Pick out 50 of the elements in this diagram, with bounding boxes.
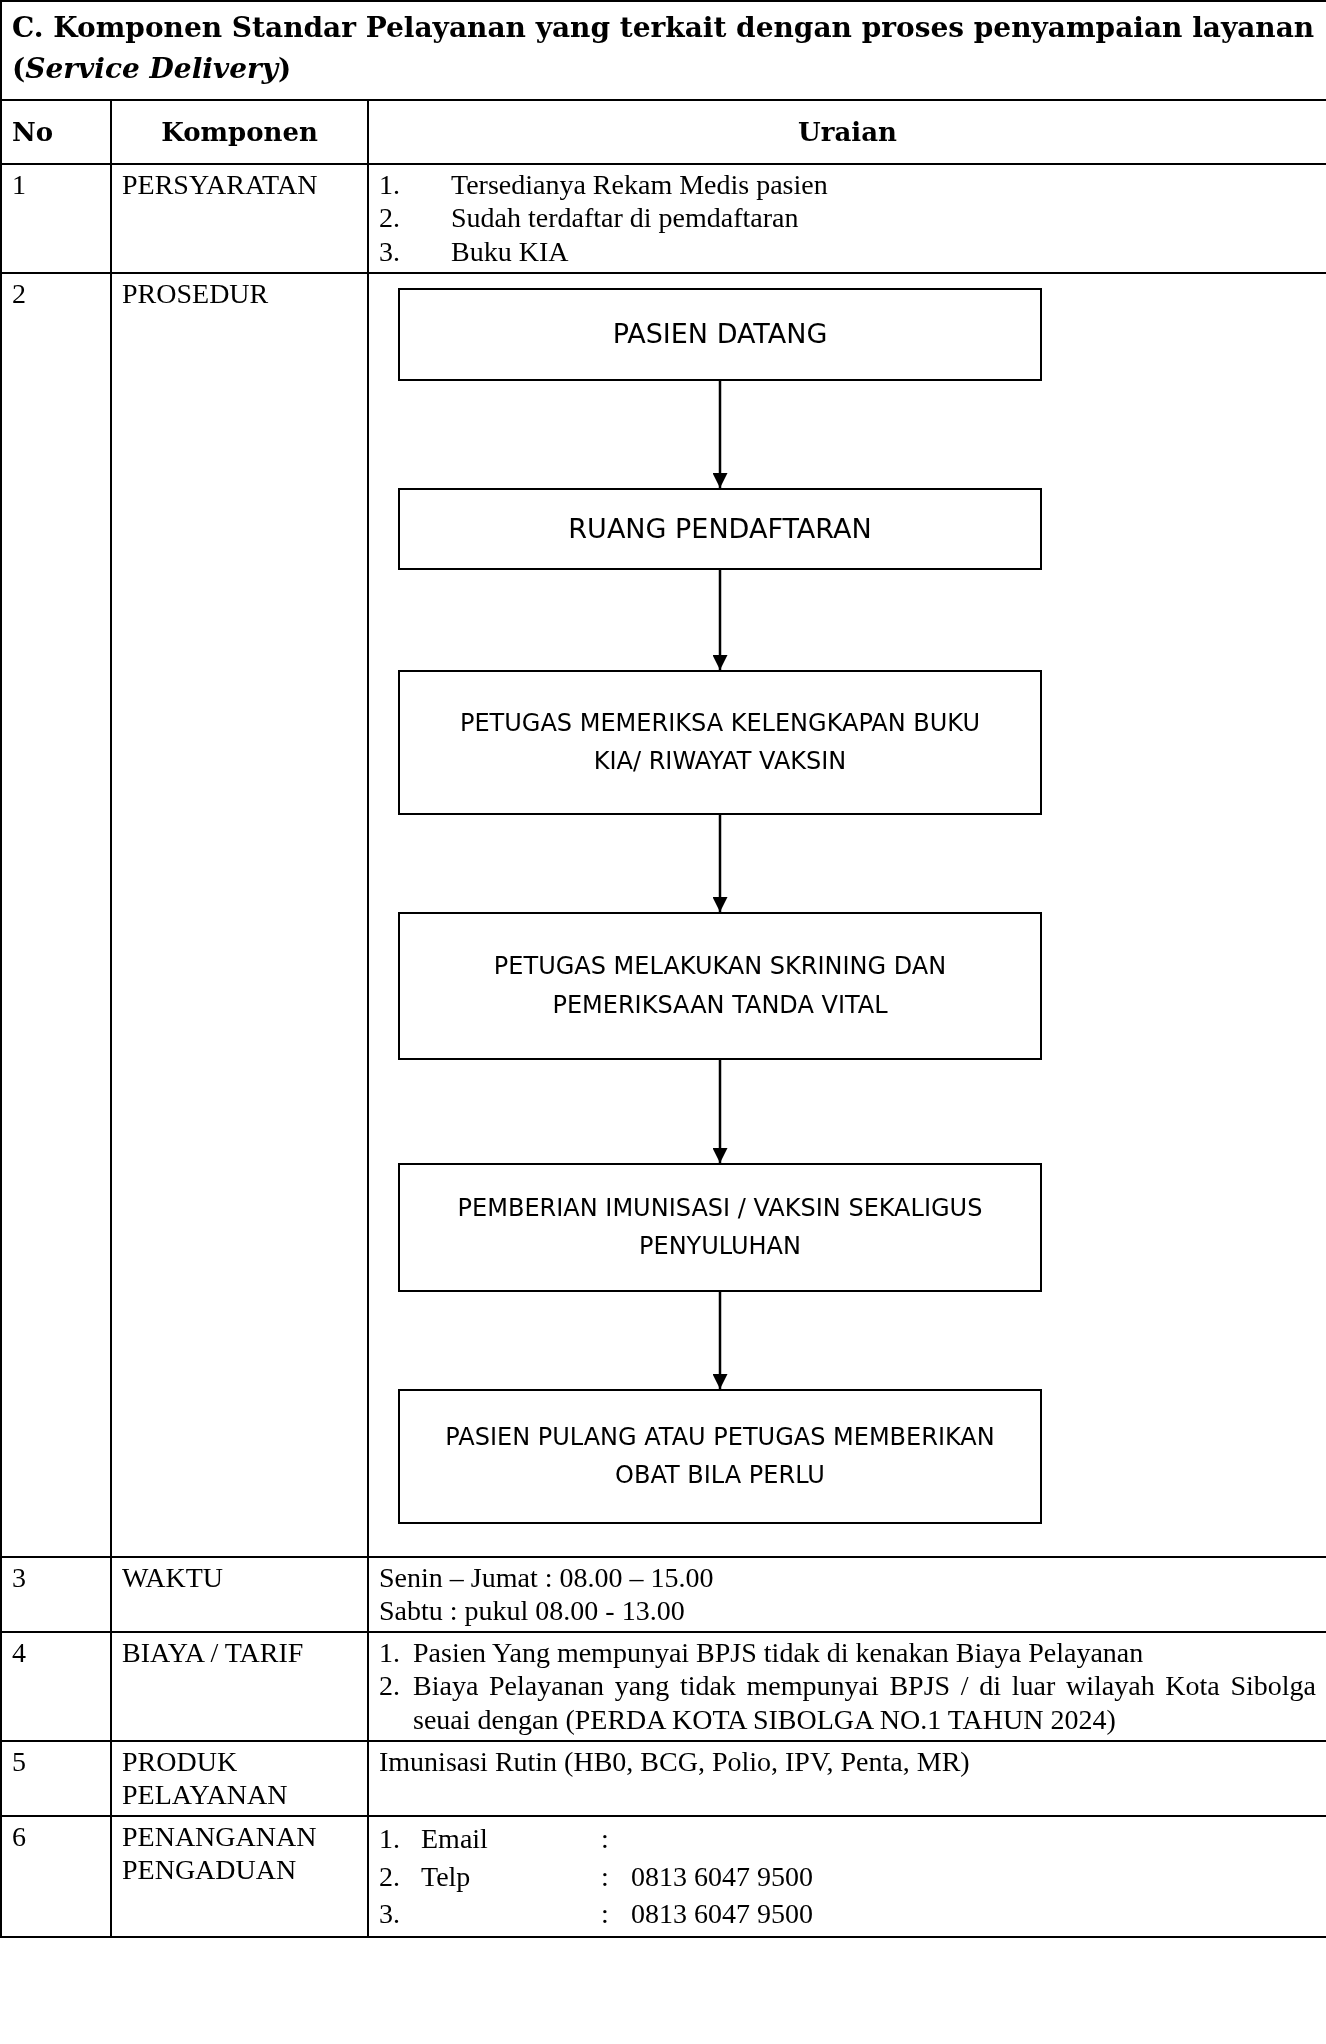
list-number: 1. (379, 167, 401, 202)
process-box: RUANG PENDAFTARAN (398, 487, 1042, 570)
arrow (712, 1291, 728, 1389)
contact-label: Telp (421, 1859, 472, 1894)
cell-text: Imunisasi Rutin (HB0, BCG, Polio, IPV, Penta, MR) (379, 1744, 971, 1779)
separator: : (601, 1859, 610, 1894)
component-name: PRODUK PELAYANAN (122, 1745, 288, 1811)
process-box: PASIEN PULANG ATAU PETUGAS MEMBERIKAN OBAT BILA PERLU (398, 1388, 1042, 1524)
component-name: WAKTU (122, 1561, 224, 1593)
row-number: 6 (12, 1820, 26, 1852)
row-number: 3 (12, 1561, 26, 1593)
list-item: Biaya Pelayanan yang tidak mempunyai BPJS / di luar wilayah Kota Sibolga seuai dengan (PERDA KOTA SIBOLGA NO.1 TAHUN 2024) (413, 1669, 1317, 1737)
row-number: 4 (12, 1636, 26, 1668)
list-number: 2. (379, 1669, 401, 1704)
table-title: C. Komponen Standar Pelayanan yang terkait dengan proses penyampaian layanan (Service Delivery) (12, 10, 1316, 87)
arrow (712, 1059, 728, 1163)
phone-number: 0813 6047 9500 (631, 1859, 814, 1894)
list-item: Sudah terdaftar di pemdaftaran (451, 201, 800, 235)
row-number: 1 (12, 168, 26, 200)
column-header: Uraian (798, 117, 897, 148)
list-number: 2. (379, 1859, 401, 1894)
separator: : (601, 1897, 610, 1932)
arrow (712, 814, 728, 912)
list-number: 1. (379, 1635, 401, 1670)
list-item: Tersedianya Rekam Medis pasien (451, 167, 829, 202)
component-name: BIAYA / TARIF (122, 1636, 304, 1668)
process-box: PETUGAS MELAKUKAN SKRINING DAN PEMERIKSAAN TANDA VITAL (398, 911, 1042, 1060)
component-name: PERSYARATAN (122, 168, 318, 200)
process-box: PETUGAS MEMERIKSA KELENGKAPAN BUKU KIA/ RIWAYAT VAKSIN (398, 669, 1042, 815)
arrow (712, 380, 728, 488)
contact-label: Email (421, 1821, 489, 1856)
process-box: PEMBERIAN IMUNISASI / VAKSIN SEKALIGUS PENYULUHAN (398, 1162, 1042, 1292)
arrow (712, 569, 728, 670)
separator: : (601, 1821, 610, 1856)
list-number: 3. (379, 234, 401, 269)
cell-text: Sabtu : pukul 08.00 - 13.00 (379, 1594, 686, 1628)
row-number: 5 (12, 1745, 26, 1777)
list-number: 1. (379, 1821, 401, 1856)
list-item: Pasien Yang mempunyai BPJS tidak di kenakan Biaya Pelayanan (413, 1635, 1145, 1670)
column-header: No (12, 117, 54, 148)
list-number: 2. (379, 201, 401, 235)
component-name: PROSEDUR (122, 277, 269, 309)
cell-text: Senin – Jumat : 08.00 – 15.00 (379, 1560, 715, 1595)
row-number: 2 (12, 277, 26, 309)
list-item: Buku KIA (451, 234, 570, 269)
component-name: PENANGANAN PENGADUAN (122, 1820, 317, 1886)
column-header: Komponen (161, 117, 318, 148)
list-number: 3. (379, 1897, 401, 1932)
process-box: PASIEN DATANG (398, 287, 1042, 381)
phone-number: 0813 6047 9500 (631, 1897, 814, 1932)
